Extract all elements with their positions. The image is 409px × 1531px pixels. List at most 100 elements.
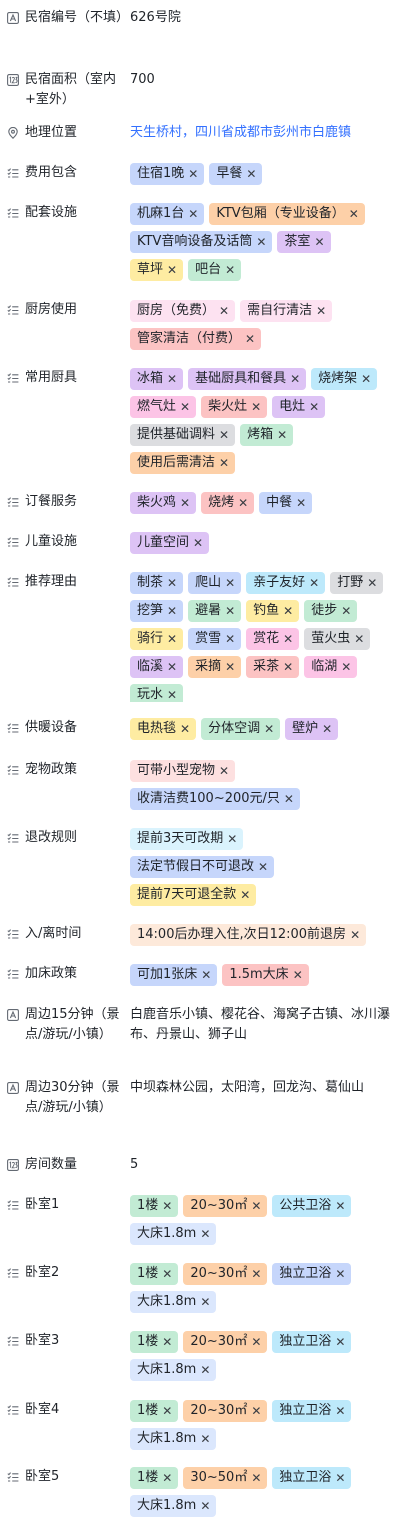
remove-tag-icon[interactable]: ✕ [309,400,320,414]
remove-tag-icon[interactable]: ✕ [167,372,178,386]
option-tag-label: 1楼 [137,1334,159,1349]
remove-tag-icon[interactable]: ✕ [309,576,320,590]
remove-tag-icon[interactable]: ✕ [200,1295,211,1309]
remove-tag-icon[interactable]: ✕ [251,1267,262,1281]
remove-tag-icon[interactable]: ✕ [225,263,236,277]
remove-tag-icon[interactable]: ✕ [296,496,307,510]
remove-tag-icon[interactable]: ✕ [283,604,294,618]
remove-tag-icon[interactable]: ✕ [367,576,378,590]
tag-list: 冰箱✕基础厨具和餐具✕烧烤架✕燃气灶✕柴火灶✕电灶✕提供基础调料✕烤箱✕使用后需… [130,368,392,480]
remove-tag-icon[interactable]: ✕ [292,968,303,982]
tag-list: 制茶✕爬山✕亲子友好✕打野✕挖笋✕避暑✕钓鱼✕徒步✕骑行✕赏雪✕赏花✕萤火虫✕临… [130,572,392,702]
remove-tag-icon[interactable]: ✕ [361,372,372,386]
remove-tag-icon[interactable]: ✕ [180,722,191,736]
remove-tag-icon[interactable]: ✕ [335,1335,346,1349]
remove-tag-icon[interactable]: ✕ [283,632,294,646]
remove-tag-icon[interactable]: ✕ [167,263,178,277]
option-tag: 爬山✕ [188,572,242,594]
option-tag: 住宿1晚✕ [130,163,205,185]
remove-tag-icon[interactable]: ✕ [225,660,236,674]
option-tag-label: 厨房（免费） [137,303,216,318]
remove-tag-icon[interactable]: ✕ [316,304,327,318]
remove-tag-icon[interactable]: ✕ [167,632,178,646]
remove-tag-icon[interactable]: ✕ [201,968,212,982]
remove-tag-icon[interactable]: ✕ [162,1267,173,1281]
tag-list: 柴火鸡✕烧烤✕中餐✕ [130,492,392,520]
remove-tag-icon[interactable]: ✕ [335,1267,346,1281]
remove-tag-icon[interactable]: ✕ [251,1404,262,1418]
remove-tag-icon[interactable]: ✕ [188,167,199,181]
remove-tag-icon[interactable]: ✕ [283,792,294,806]
remove-tag-icon[interactable]: ✕ [162,1404,173,1418]
remove-tag-icon[interactable]: ✕ [193,536,204,550]
remove-tag-icon[interactable]: ✕ [219,456,230,470]
remove-tag-icon[interactable]: ✕ [251,1335,262,1349]
remove-tag-icon[interactable]: ✕ [225,604,236,618]
remove-tag-icon[interactable]: ✕ [277,428,288,442]
remove-tag-icon[interactable]: ✕ [200,1227,211,1241]
field-label: 卧室5 [25,1469,60,1484]
remove-tag-icon[interactable]: ✕ [251,1471,262,1485]
remove-tag-icon[interactable]: ✕ [258,860,269,874]
option-tag: 提前7天可退全款✕ [130,884,257,906]
remove-tag-icon[interactable]: ✕ [167,688,178,702]
remove-tag-icon[interactable]: ✕ [290,372,301,386]
remove-tag-icon[interactable]: ✕ [251,1199,262,1213]
option-tag: 电热毯✕ [130,718,197,740]
option-tag: 大床1.8m✕ [130,1223,217,1245]
option-tag-label: 赏花 [253,631,280,646]
option-tag-label: 烤箱 [247,427,274,442]
option-tag-label: 制茶 [137,575,164,590]
remove-tag-icon[interactable]: ✕ [219,428,230,442]
remove-tag-icon[interactable]: ✕ [225,576,236,590]
remove-tag-icon[interactable]: ✕ [219,304,230,318]
remove-tag-icon[interactable]: ✕ [219,764,230,778]
remove-tag-icon[interactable]: ✕ [322,722,333,736]
remove-tag-icon[interactable]: ✕ [238,496,249,510]
remove-tag-icon[interactable]: ✕ [335,1199,346,1213]
remove-tag-icon[interactable]: ✕ [256,235,267,249]
remove-tag-icon[interactable]: ✕ [188,207,199,221]
remove-tag-icon[interactable]: ✕ [354,632,365,646]
remove-tag-icon[interactable]: ✕ [264,722,275,736]
remove-tag-icon[interactable]: ✕ [167,604,178,618]
remove-tag-icon[interactable]: ✕ [251,400,262,414]
remove-tag-icon[interactable]: ✕ [225,632,236,646]
remove-tag-icon[interactable]: ✕ [227,832,238,846]
field-row: 宠物政策可带小型宠物✕收清洁费100~200元/只✕ [0,760,392,816]
remove-tag-icon[interactable]: ✕ [180,400,191,414]
option-tag: 20~30㎡✕ [183,1263,268,1285]
remove-tag-icon[interactable]: ✕ [167,576,178,590]
option-tag: 法定节假日不可退改✕ [130,856,275,878]
remove-tag-icon[interactable]: ✕ [246,167,257,181]
remove-tag-icon[interactable]: ✕ [200,1499,211,1513]
remove-tag-icon[interactable]: ✕ [341,660,352,674]
remove-tag-icon[interactable]: ✕ [200,1432,211,1446]
remove-tag-icon[interactable]: ✕ [335,1404,346,1418]
field-label: 房间数量 [25,1157,78,1172]
remove-tag-icon[interactable]: ✕ [240,888,251,902]
remove-tag-icon[interactable]: ✕ [162,1335,173,1349]
remove-tag-icon[interactable]: ✕ [350,928,361,942]
remove-tag-icon[interactable]: ✕ [341,604,352,618]
remove-tag-icon[interactable]: ✕ [314,235,325,249]
remove-tag-icon[interactable]: ✕ [348,207,359,221]
option-tag-label: 1楼 [137,1266,159,1281]
remove-tag-icon[interactable]: ✕ [167,660,178,674]
remove-tag-icon[interactable]: ✕ [162,1471,173,1485]
remove-tag-icon[interactable]: ✕ [245,332,256,346]
remove-tag-icon[interactable]: ✕ [283,660,294,674]
option-tag-label: 燃气灶 [137,399,177,414]
remove-tag-icon[interactable]: ✕ [162,1199,173,1213]
remove-tag-icon[interactable]: ✕ [335,1471,346,1485]
field-label: 常用厨具 [25,370,78,385]
remove-tag-icon[interactable]: ✕ [200,1363,211,1377]
field-label: 配套设施 [25,205,78,220]
remove-tag-icon[interactable]: ✕ [180,496,191,510]
location-link[interactable]: 天生桥村，四川省成都市彭州市白鹿镇 [130,125,352,140]
option-tag: 提前3天可改期✕ [130,828,244,850]
option-tag-label: 大床1.8m [137,1498,197,1513]
option-tag: KTV包厢（专业设备）✕ [209,203,365,225]
